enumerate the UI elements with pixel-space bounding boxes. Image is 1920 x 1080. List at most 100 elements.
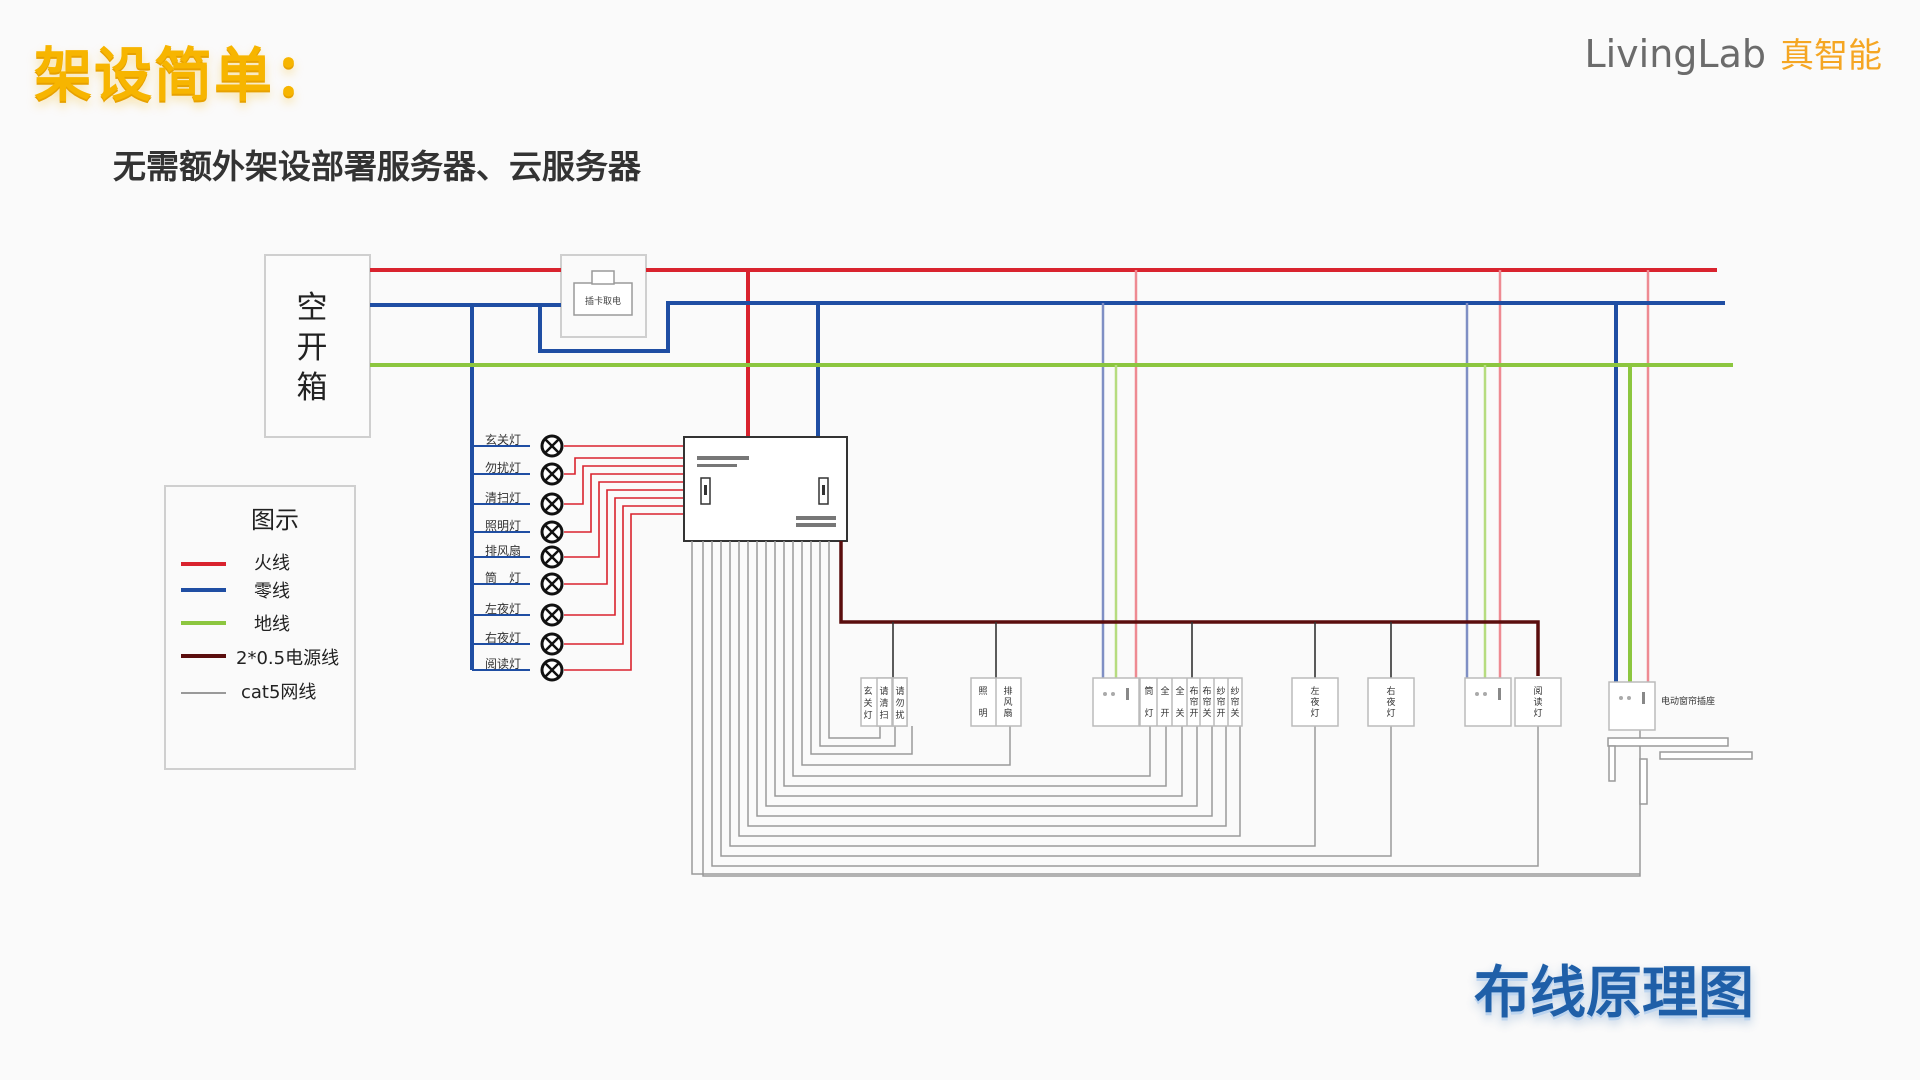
legend-label-power: 2*0.5电源线 xyxy=(236,648,339,669)
panel-char: 灯 xyxy=(863,710,872,721)
lamp-control-lines xyxy=(564,444,685,671)
panel-char: 开 xyxy=(1160,708,1169,719)
breaker-box-char-2: 开 xyxy=(297,330,328,366)
panel-char: 全 xyxy=(1160,685,1169,697)
curtain-rail xyxy=(1607,737,1753,805)
panel-char: 排 xyxy=(1003,685,1012,697)
panel-char: 明 xyxy=(978,708,987,719)
panel-char: 布 xyxy=(1202,685,1211,697)
live-wire-drops xyxy=(1134,270,1650,682)
breaker-box-char-3: 箱 xyxy=(297,370,328,406)
lamp-label-right-night: 右夜灯 xyxy=(485,630,521,645)
panel-char: 风 xyxy=(1003,697,1012,708)
panel-char: 照 xyxy=(978,686,987,697)
panel-char: 关 xyxy=(1202,707,1211,719)
legend-title: 图示 xyxy=(251,506,299,534)
neutral-wire xyxy=(370,301,1725,682)
lamp-label-reading: 阅读灯 xyxy=(485,657,521,671)
panel-char: 阅 xyxy=(1533,686,1542,697)
panel-lighting-group xyxy=(970,677,1022,727)
legend-label-live: 火线 xyxy=(254,553,290,574)
power-line xyxy=(839,541,1540,676)
panel-char: 请 xyxy=(879,685,888,697)
lamp-lighting: 照明灯 xyxy=(485,519,564,544)
brand-name-en: LivingLab xyxy=(1584,32,1766,76)
ground-wire xyxy=(370,363,1733,682)
lamp-dnd: 勿扰灯 xyxy=(485,461,564,486)
power-line-drops xyxy=(892,622,1392,678)
lamp-right-night: 右夜灯 xyxy=(485,630,564,656)
diagram-caption: 布线原理图 xyxy=(1474,961,1754,1026)
lamp-reading: 阅读灯 xyxy=(485,657,564,682)
panel-entrance-group xyxy=(860,677,908,727)
lamp-label-left-night: 左夜灯 xyxy=(485,601,521,616)
panel-char: 右 xyxy=(1386,685,1395,697)
lamp-label-dnd: 勿扰灯 xyxy=(485,461,521,475)
panel-char: 读 xyxy=(1533,696,1542,708)
panel-char: 帘 xyxy=(1202,696,1211,708)
panel-char: 关 xyxy=(863,697,872,709)
panel-char: 扫 xyxy=(879,709,888,721)
lamp-left-night: 左夜灯 xyxy=(485,601,564,627)
panel-char: 勿 xyxy=(895,697,904,709)
panel-char: 扇 xyxy=(1003,707,1012,719)
panel-char: 灯 xyxy=(1386,708,1395,719)
lamp-label-exhaust-fan: 排风扇 xyxy=(485,543,521,558)
panel-char: 关 xyxy=(1175,707,1184,719)
panel-char: 玄 xyxy=(863,685,872,697)
lamp-entrance: 玄关灯 xyxy=(485,432,564,458)
card-switch: 插卡取电 xyxy=(560,254,647,338)
panel-char: 清 xyxy=(879,697,888,709)
panel-char: 帘 xyxy=(1216,696,1225,708)
curtain-socket-label: 电动窗帘插座 xyxy=(1661,695,1715,707)
panel-char: 扰 xyxy=(895,709,904,721)
lamp-label-downlight: 筒 灯 xyxy=(485,570,521,585)
panel-char: 关 xyxy=(1230,707,1239,719)
panel-entrance-text: 玄 关 灯 请 清 扫 请 勿 扰 xyxy=(863,685,904,721)
panel-char: 布 xyxy=(1189,685,1198,697)
panel-char: 灯 xyxy=(1533,708,1542,719)
lamp-label-lighting: 照明灯 xyxy=(485,519,521,533)
panel-char: 帘 xyxy=(1230,696,1239,708)
legend-label-cat5: cat5网线 xyxy=(241,682,316,703)
brand-logo: LivingLab 真智能 xyxy=(1584,28,1882,77)
lamp-exhaust-fan: 排风扇 xyxy=(485,543,564,569)
neutral-wire-drops xyxy=(1101,303,1469,682)
socket-panel-2 xyxy=(1464,677,1512,727)
panel-char: 全 xyxy=(1175,685,1184,697)
lamp-label-entrance: 玄关灯 xyxy=(485,432,521,447)
panel-lighting-text: 照 明 排 风 扇 xyxy=(978,685,1012,719)
breaker-box-char-1: 空 xyxy=(297,290,328,326)
panel-char: 筒 xyxy=(1144,685,1153,697)
panel-char: 请 xyxy=(895,685,904,697)
breaker-box: 空 开 箱 xyxy=(264,254,371,438)
panel-char: 灯 xyxy=(1144,708,1153,719)
brand-name-cn: 真智能 xyxy=(1780,36,1882,76)
slide-title: 架设简单： xyxy=(34,41,335,109)
panel-right-night: 右 夜 灯 xyxy=(1367,677,1415,727)
panel-curtain-text: 筒 灯 全 开 全 关 布 帘 开 布 帘 关 纱 帘 开 纱 帘 关 xyxy=(1144,685,1239,719)
neutral-lamp-stubs xyxy=(472,445,530,671)
curtain-socket: 电动窗帘插座 xyxy=(1608,681,1715,731)
lamp-cleaning: 清扫灯 xyxy=(485,491,564,516)
lamp-label-cleaning: 清扫灯 xyxy=(485,491,521,505)
panel-char: 夜 xyxy=(1386,696,1395,708)
panel-char: 开 xyxy=(1189,708,1198,719)
lamp-group: 玄关灯 勿扰灯 清扫灯 照明灯 排风扇 筒 灯 xyxy=(485,432,564,682)
panel-char: 开 xyxy=(1216,708,1225,719)
lamp-downlight: 筒 灯 xyxy=(485,570,564,596)
panel-char: 左 xyxy=(1310,685,1319,697)
legend-label-neutral: 零线 xyxy=(254,581,290,602)
panel-char: 灯 xyxy=(1310,708,1319,719)
panel-curtain-group xyxy=(1139,677,1243,727)
panel-char: 帘 xyxy=(1189,696,1198,708)
room-controller xyxy=(683,436,848,542)
panel-char: 纱 xyxy=(1230,686,1239,697)
live-wire xyxy=(370,268,1717,437)
panel-char: 夜 xyxy=(1310,696,1319,708)
card-switch-label: 插卡取电 xyxy=(585,295,621,307)
panel-char: 纱 xyxy=(1216,686,1225,697)
legend-label-ground: 地线 xyxy=(254,614,290,635)
legend: 图示 火线 零线 地线 2*0.5电源线 cat5网线 xyxy=(164,485,356,770)
